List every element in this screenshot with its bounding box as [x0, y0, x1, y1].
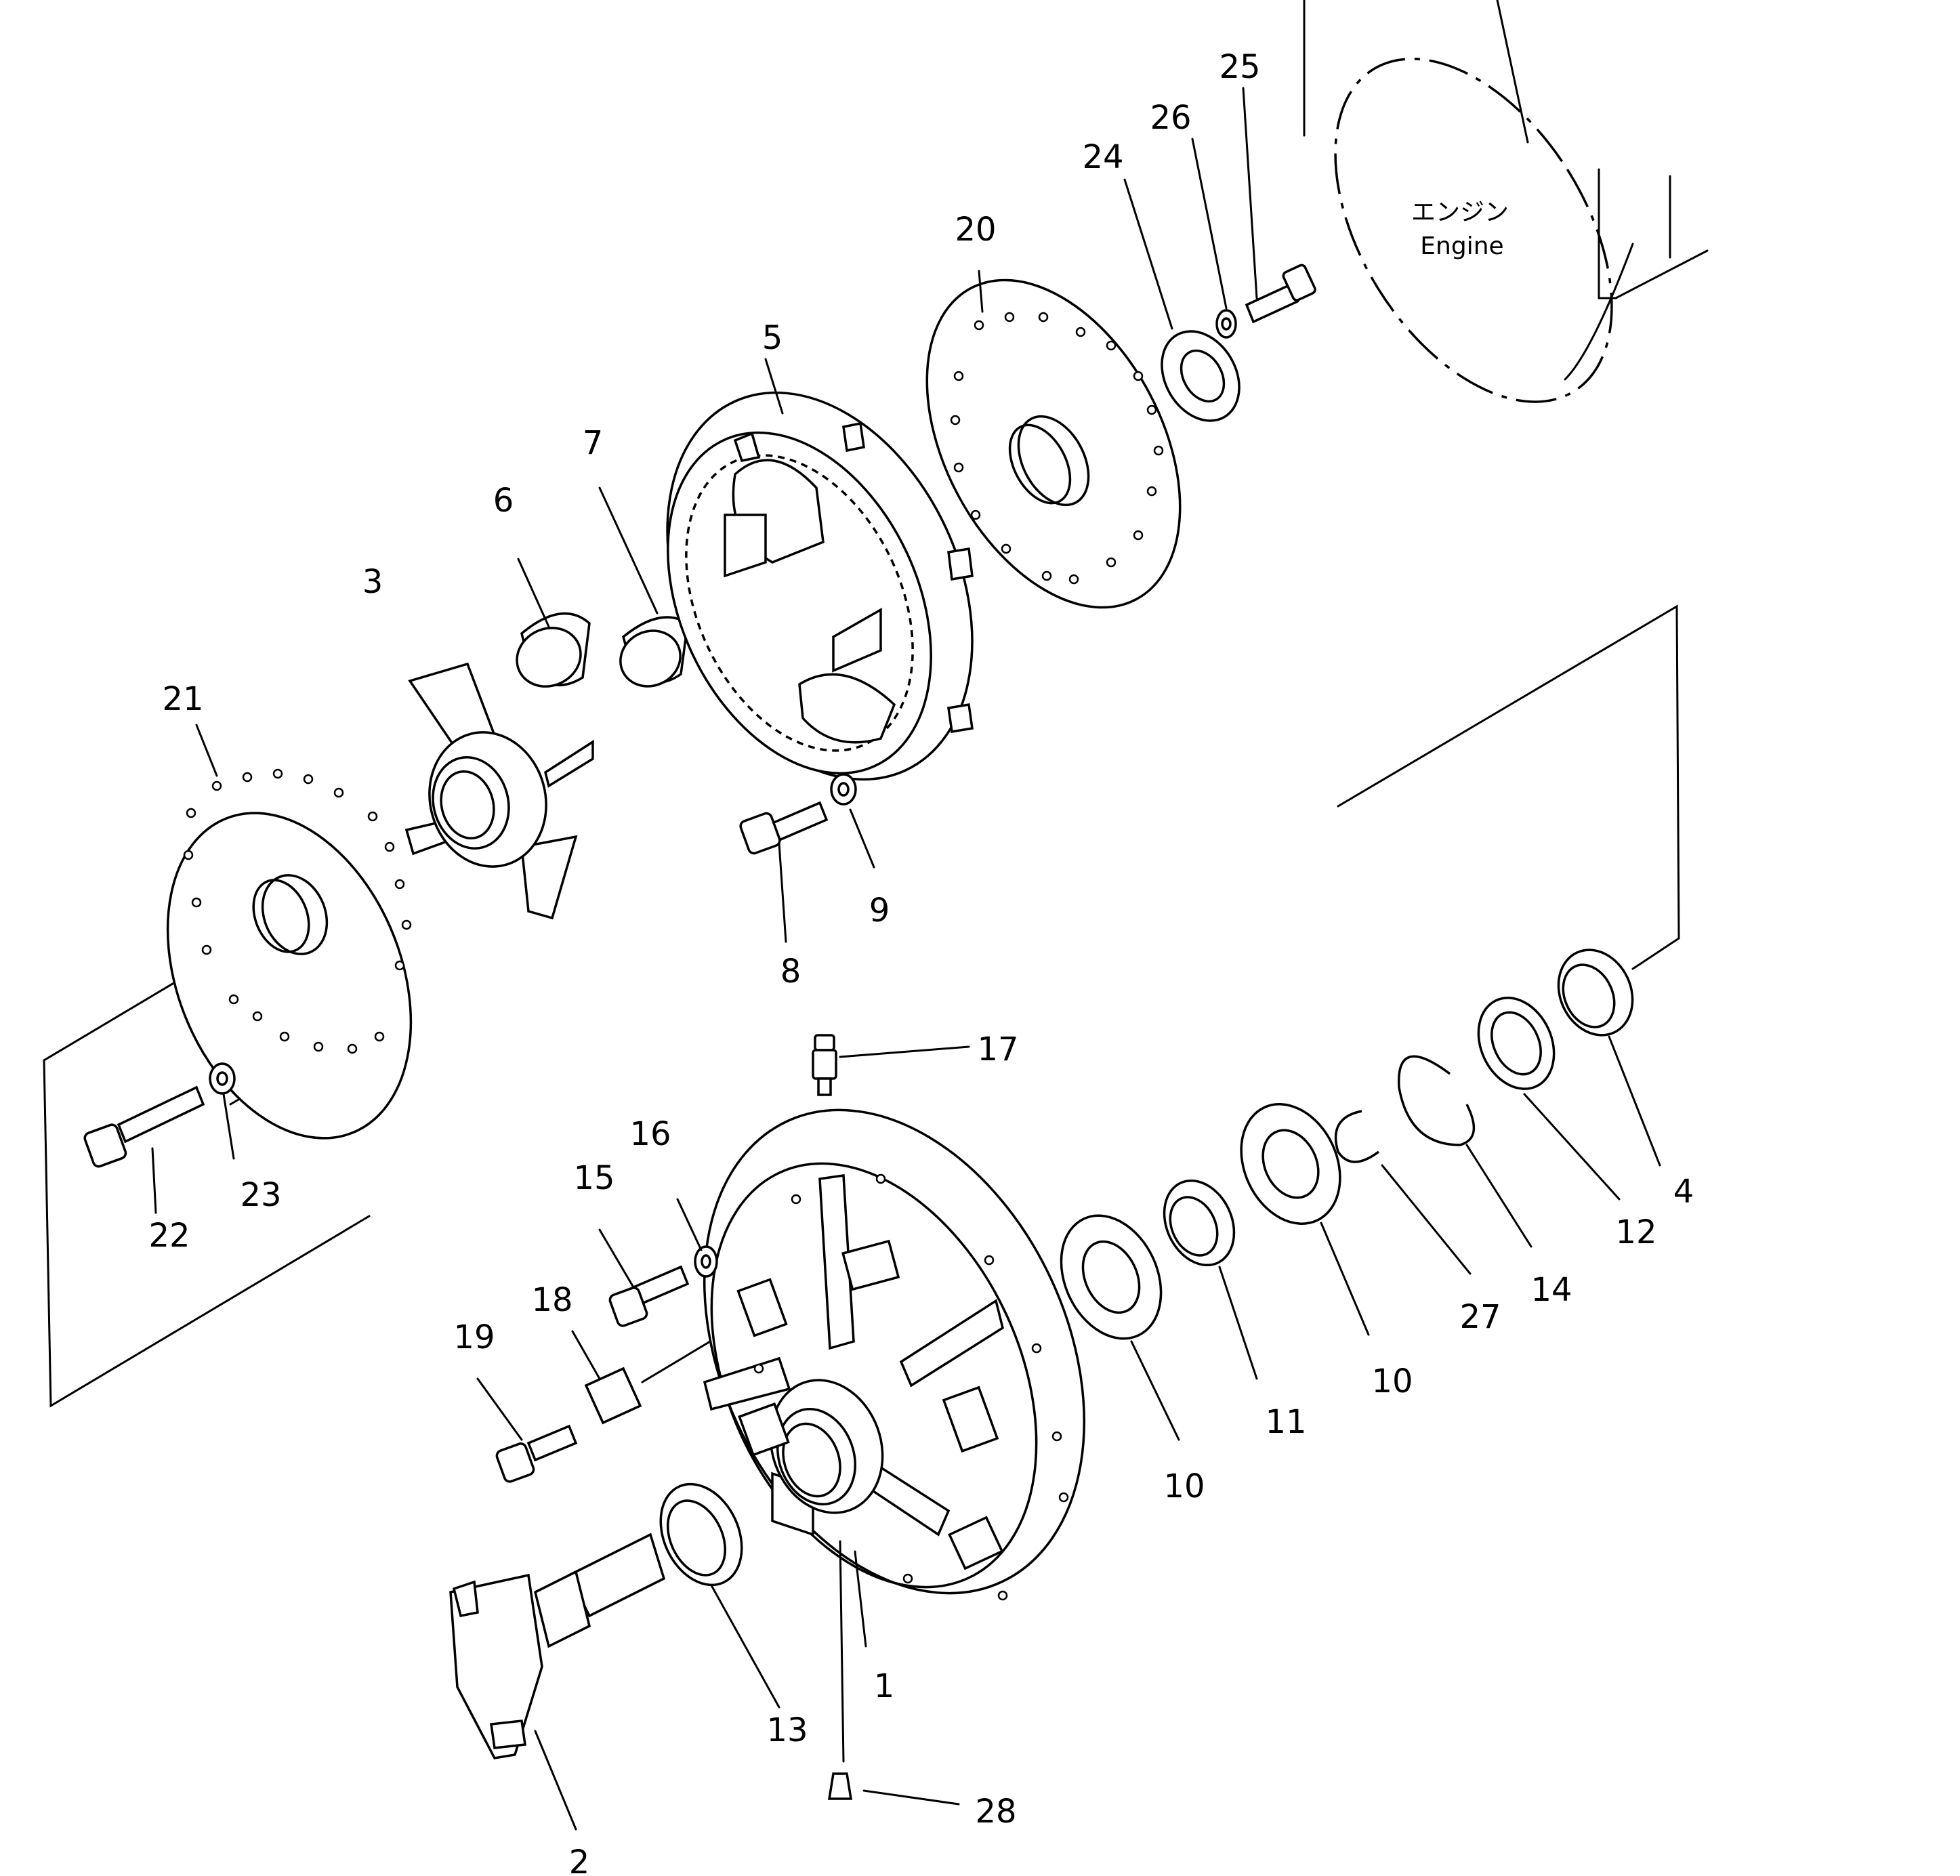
part-27-snap-ring — [1334, 1110, 1380, 1163]
part-16-washer — [694, 1245, 718, 1278]
callout-24: 24 — [1082, 138, 1123, 176]
part-15-bolt — [608, 1265, 690, 1327]
callout-20: 20 — [955, 211, 996, 249]
part-10-bearing-b — [1240, 1103, 1341, 1225]
part-2-yoke-shaft — [449, 1533, 666, 1759]
callout-28: 28 — [975, 1793, 1016, 1831]
callout-4: 4 — [1673, 1173, 1694, 1211]
part-19-bolt — [495, 1424, 578, 1483]
callout-1: 1 — [874, 1667, 895, 1705]
callout-7: 7 — [583, 424, 604, 462]
part-24-bearing — [1161, 330, 1240, 422]
part-21-flange-disc — [166, 768, 413, 1140]
part-20-flange-disc — [925, 278, 1182, 609]
callout-21: 21 — [162, 680, 203, 718]
part-9-washer — [830, 773, 857, 806]
callout-10-lower: 10 — [1163, 1467, 1205, 1505]
part-7-rubber-block — [619, 616, 689, 688]
part-25-bolt — [1245, 264, 1316, 324]
callout-13: 13 — [766, 1711, 808, 1749]
engine-label-en: Engine — [1420, 232, 1503, 260]
callout-15: 15 — [573, 1159, 614, 1197]
callout-3: 3 — [362, 563, 383, 601]
callout-27: 27 — [1459, 1298, 1501, 1336]
callout-22: 22 — [148, 1217, 190, 1255]
part-4-sleeve — [1557, 949, 1634, 1037]
part-14-retaining-ring — [1397, 1055, 1476, 1146]
callout-16: 16 — [629, 1115, 671, 1153]
callout-numbers: 1 2 3 4 5 6 7 8 9 10 10 11 12 13 14 15 1… — [148, 48, 1694, 1876]
part-11-sleeve — [1163, 1179, 1236, 1267]
callout-8: 8 — [780, 953, 801, 991]
callout-2: 2 — [569, 1843, 590, 1876]
part-18-lock-plate — [584, 1367, 642, 1425]
callout-6: 6 — [493, 482, 514, 520]
callout-5: 5 — [762, 319, 783, 357]
callout-25: 25 — [1219, 48, 1260, 86]
callout-14: 14 — [1530, 1271, 1572, 1309]
callout-23: 23 — [240, 1176, 281, 1214]
part-23-washer — [209, 1062, 236, 1095]
part-8-bolt — [739, 801, 829, 855]
callout-9: 9 — [869, 892, 890, 930]
callout-18: 18 — [531, 1281, 572, 1319]
callout-19: 19 — [453, 1318, 495, 1356]
leader-lines — [151, 87, 1661, 1831]
part-5-coupling-ring — [666, 391, 974, 781]
part-6-rubber-block — [516, 612, 591, 688]
part-13-seal — [659, 1482, 743, 1587]
part-26-washer — [1215, 309, 1237, 339]
engine-housing: エンジン Engine — [1303, 0, 1709, 403]
part-10-bearing-a — [1060, 1214, 1163, 1340]
part-28-plug — [827, 1772, 853, 1800]
callout-12: 12 — [1615, 1213, 1656, 1251]
part-1-housing — [703, 1108, 1085, 1601]
callout-11: 11 — [1265, 1403, 1306, 1441]
part-22-bolt — [83, 1085, 205, 1168]
part-12-bearing — [1477, 997, 1556, 1090]
callout-26: 26 — [1150, 99, 1191, 137]
engine-label-jp: エンジン — [1411, 199, 1509, 226]
part-17-grease-nipple — [812, 1034, 837, 1096]
part-3-spider-hub — [404, 662, 594, 920]
callout-17: 17 — [977, 1030, 1018, 1068]
callout-10-upper: 10 — [1371, 1362, 1413, 1400]
